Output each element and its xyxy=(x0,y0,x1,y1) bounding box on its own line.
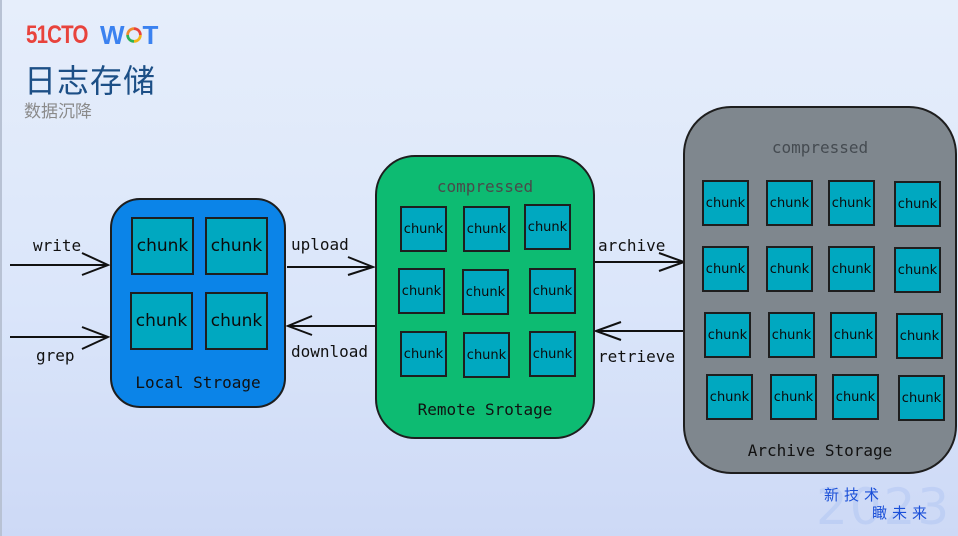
archive-arrow xyxy=(594,252,687,272)
chunk: chunk xyxy=(770,374,817,420)
footer-slogan: 2023 新技术 瞰未来 xyxy=(810,478,958,536)
chunk: chunk xyxy=(828,246,875,292)
archive-label: archive xyxy=(598,236,666,255)
chunk: chunk xyxy=(702,246,749,292)
chunk: chunk xyxy=(463,332,510,378)
chunk: chunk xyxy=(828,180,875,226)
logo-wot-t: T xyxy=(142,19,159,50)
grep-label: grep xyxy=(36,346,75,365)
archive-storage-box: compressed chunk chunk chunk chunk chunk… xyxy=(683,106,957,474)
chunk: chunk xyxy=(463,206,510,252)
remote-storage-box: compressed chunk chunk chunk chunk chunk… xyxy=(375,155,595,439)
chunk: chunk xyxy=(706,374,753,420)
logo-ring-icon xyxy=(125,27,142,43)
logo-51cto: 51CTO xyxy=(26,20,88,49)
logo-wot-w: W xyxy=(100,19,125,50)
download-arrow xyxy=(285,315,375,336)
chunk: chunk xyxy=(768,312,815,358)
logo-wot: W T xyxy=(100,20,158,51)
slogan-line-1: 新技术 xyxy=(824,486,885,504)
chunk: chunk xyxy=(830,312,877,358)
local-storage-label: Local Stroage xyxy=(135,373,261,392)
logo: 51CTO W T xyxy=(26,20,158,50)
retrieve-label: retrieve xyxy=(598,347,676,366)
upload-label: upload xyxy=(291,235,349,254)
chunk: chunk xyxy=(400,331,447,377)
chunk: chunk xyxy=(529,331,576,377)
remote-storage-label: Remote Srotage xyxy=(417,400,553,419)
chunk: chunk xyxy=(832,374,879,420)
remote-compressed-label: compressed xyxy=(436,177,534,196)
slide-left-border xyxy=(0,0,2,536)
download-label: download xyxy=(291,342,369,361)
chunk: chunk xyxy=(702,180,749,226)
year-watermark: 2023 xyxy=(816,478,952,536)
upload-arrow xyxy=(287,256,376,276)
chunk: chunk xyxy=(131,217,194,275)
chunk: chunk xyxy=(205,217,268,275)
slogan-line-2: 瞰未来 xyxy=(872,504,933,522)
chunk: chunk xyxy=(398,268,445,314)
page-title: 日志存储 xyxy=(24,62,157,100)
retrieve-arrow xyxy=(593,321,684,341)
chunk: chunk xyxy=(400,206,447,252)
chunk: chunk xyxy=(896,313,943,359)
chunk: chunk xyxy=(529,268,576,314)
write-arrow xyxy=(10,252,111,276)
archive-storage-label: Archive Storage xyxy=(747,441,893,460)
chunk: chunk xyxy=(766,246,813,292)
chunk: chunk xyxy=(894,247,941,293)
chunk: chunk xyxy=(130,292,193,350)
write-label: write xyxy=(33,236,82,255)
chunk: chunk xyxy=(462,269,509,315)
page-subtitle: 数据沉降 xyxy=(24,102,92,122)
chunk: chunk xyxy=(766,180,813,226)
chunk: chunk xyxy=(205,292,268,350)
chunk: chunk xyxy=(704,312,751,358)
archive-compressed-label: compressed xyxy=(771,138,869,157)
local-storage-box: chunk chunk chunk chunk Local Stroage xyxy=(110,198,286,408)
chunk: chunk xyxy=(894,181,941,227)
chunk: chunk xyxy=(524,204,571,250)
chunk: chunk xyxy=(898,375,945,421)
